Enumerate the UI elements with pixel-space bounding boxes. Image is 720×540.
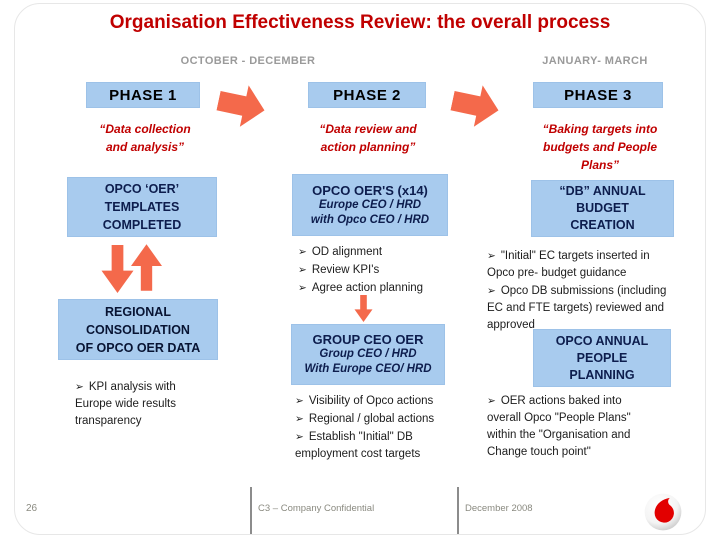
bullet-text: Visibility of Opco actions [308,395,434,407]
phase2-quote: “Data review and action planning” [319,122,417,154]
phase2-opco-oer-box-text: OPCO OER'S (x14) Europe CEO / HRD with O… [311,183,429,228]
bullet-arrow-icon: ➢ [487,250,496,262]
list-item: ➢OER actions baked into overall Opco "Pe… [487,393,687,461]
bullet-text: OER actions baked into overall Opco "Peo… [487,395,631,458]
phase2-group-ceo-sub2: With Europe CEO/ HRD [304,363,432,375]
timeline-label-october-december: OCTOBER - DECEMBER [180,55,316,67]
phase1-templates-box: OPCO ‘OER’ TEMPLATES COMPLETED [67,177,217,237]
flow-arrow-down-icon [354,295,373,322]
page-number: 26 [26,503,38,514]
phase3-bullet-list-top: ➢"Initial" EC targets inserted in Opco p… [487,248,687,335]
timeline-label-january-march: JANUARY- MARCH [542,55,648,67]
phase2-group-ceo-sub1: Group CEO / HRD [319,348,417,360]
bullet-arrow-icon: ➢ [295,431,304,443]
phase3-quote: “Baking targets into budgets and People … [542,122,658,172]
phase2-opco-oer-title: OPCO OER'S (x14) [312,182,428,198]
phase1-regional-consolidation-box: REGIONAL CONSOLIDATION OF OPCO OER DATA [58,299,218,360]
flow-arrow-up-icon [131,244,162,291]
list-item: ➢Opco DB submissions (including EC and F… [487,283,687,334]
phase2-opco-oer-sub2: with Opco CEO / HRD [310,213,430,226]
bullet-arrow-icon: ➢ [298,246,307,258]
bullet-arrow-icon: ➢ [295,395,304,407]
vodafone-logo [644,493,682,531]
phase2-group-ceo-oer-box: GROUP CEO OER Group CEO / HRD With Europ… [291,324,445,385]
phase1-quote: “Data collection and analysis” [99,122,191,154]
phase2-bullet-list-bottom: ➢ Visibility of Opco actions ➢ Regional / … [295,393,470,464]
bullet-arrow-icon: ➢ [295,413,304,425]
footer-date: December 2008 [465,503,533,514]
phase2-group-ceo-oer-box-text: GROUP CEO OER Group CEO / HRD With Europ… [304,332,431,377]
phase2-opco-oer-sub1: Europe CEO / HRD [318,198,422,211]
bullet-arrow-icon: ➢ [75,381,84,393]
bullet-arrow-icon: ➢ [487,285,496,297]
footer-divider [457,487,459,534]
phase2-opco-oer-box: OPCO OER'S (x14) Europe CEO / HRD with O… [292,174,448,236]
footer-classification: C3 – Company Confidential [258,503,375,514]
phase3-people-planning-text: OPCO ANNUAL PEOPLE PLANNING [555,333,649,382]
bullet-text: "Initial" EC targets inserted in Opco pr… [487,250,650,279]
bullet-text: Review KPI's [311,264,380,276]
list-item: ➢"Initial" EC targets inserted in Opco p… [487,248,687,282]
flow-arrow-right-icon [450,85,499,127]
bullet-arrow-icon: ➢ [487,395,496,407]
phase1-bullet-list: ➢KPI analysis with Europe wide results t… [75,379,215,431]
slide-title: Organisation Effectiveness Review: the o… [109,12,611,33]
bullet-text: KPI analysis with Europe wide results tr… [75,381,176,427]
bullet-text: Agree action planning [311,282,424,294]
phase1-templates-box-text: OPCO ‘OER’ TEMPLATES COMPLETED [102,182,182,232]
bullet-text: Establish "Initial" DB employment cost t… [295,431,421,460]
phase3-db-budget-box-text: “DB” ANNUAL BUDGET CREATION [559,184,646,232]
phase3-bullet-list-bottom: ➢OER actions baked into overall Opco "Pe… [487,393,687,462]
phase1-header-box: PHASE 1 [86,82,200,108]
bullet-text: Regional / global actions [308,413,435,425]
list-item: ➢ Regional / global actions [295,411,470,428]
list-item: ➢ Agree action planning [298,280,468,297]
footer-divider [250,487,252,534]
flow-arrow-right-icon [216,85,265,127]
phase2-group-ceo-title: GROUP CEO OER [312,332,424,347]
phase1-regional-consolidation-text: REGIONAL CONSOLIDATION OF OPCO OER DATA [75,304,201,355]
phase3-header-box: PHASE 3 [533,82,663,108]
list-item: ➢ Visibility of Opco actions [295,393,470,410]
bullet-arrow-icon: ➢ [298,264,307,276]
flow-arrow-down-icon [101,245,134,293]
bullet-text: OD alignment [311,246,383,258]
list-item: ➢KPI analysis with Europe wide results t… [75,379,215,430]
phase3-db-budget-box: “DB” ANNUAL BUDGET CREATION [531,180,674,237]
phase2-bullet-list-top: ➢ OD alignment ➢ Review KPI's ➢ Agree actio… [298,244,468,298]
phase3-people-planning-box: OPCO ANNUAL PEOPLE PLANNING [533,329,671,387]
list-item: ➢Establish "Initial" DB employment cost … [295,429,470,463]
list-item: ➢ Review KPI's [298,262,468,279]
bullet-text: Opco DB submissions (including EC and FT… [487,285,667,331]
list-item: ➢ OD alignment [298,244,468,261]
bullet-arrow-icon: ➢ [298,282,307,294]
phase2-header-box: PHASE 2 [308,82,426,108]
